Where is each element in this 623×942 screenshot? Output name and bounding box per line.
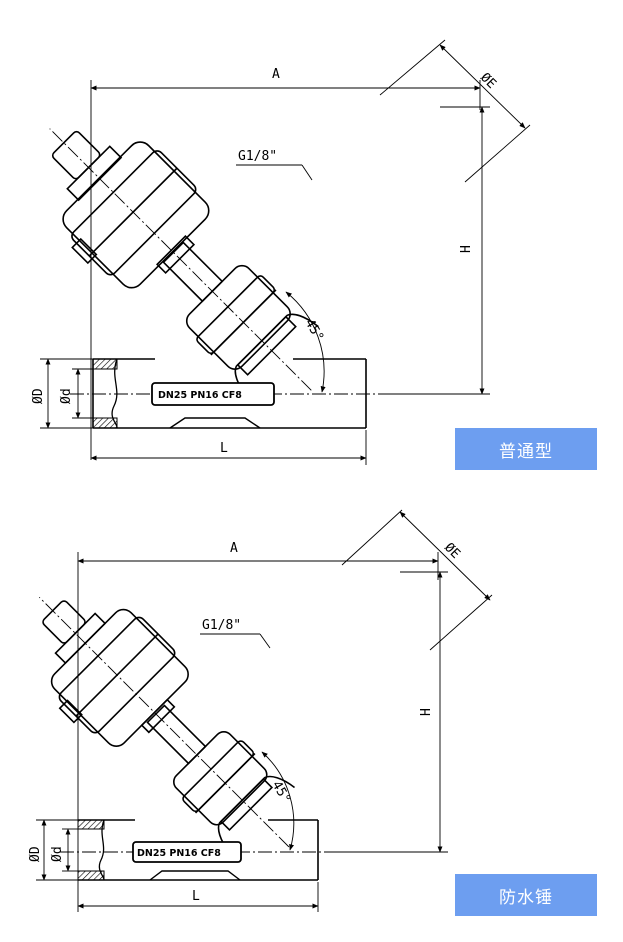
nameplate-box — [132, 841, 242, 863]
dim-A-label: A — [272, 67, 280, 82]
nameplate-box — [151, 382, 275, 406]
dim-D-label: ØD — [28, 846, 43, 862]
dim-H-label: H — [459, 245, 474, 253]
dim-A-label: A — [230, 541, 238, 556]
nameplate-text: DN25 PN16 CF8 — [137, 848, 221, 859]
dim-d-label: Ød — [59, 388, 74, 404]
dim-d-label: Ød — [50, 846, 65, 862]
dim-L-label: L — [192, 889, 200, 904]
variant-tag-waterhammer: 防水锤 — [455, 874, 597, 916]
port-label: G1/8" — [238, 149, 277, 164]
dim-E-label: ØE — [441, 540, 463, 562]
dim-D-label: ØD — [31, 388, 46, 404]
actuator-assembly — [49, 128, 319, 398]
port-label: G1/8" — [202, 618, 241, 633]
pipe-body — [77, 819, 319, 881]
dim-H-label: H — [419, 708, 434, 716]
angle-label: 45° — [269, 779, 294, 807]
angle-label: 45° — [302, 317, 327, 345]
dimension-labels-waterhammer: A L H ØD Ød ØE G1/8" 45° DN25 PN16 CF8 — [28, 540, 463, 904]
valve-drawing-standard — [40, 39, 531, 465]
variant-tag-standard: 普通型 — [455, 428, 597, 470]
nameplate-text: DN25 PN16 CF8 — [158, 390, 242, 401]
valve-drawing-waterhammer — [36, 509, 493, 912]
dim-L-label: L — [220, 441, 228, 456]
